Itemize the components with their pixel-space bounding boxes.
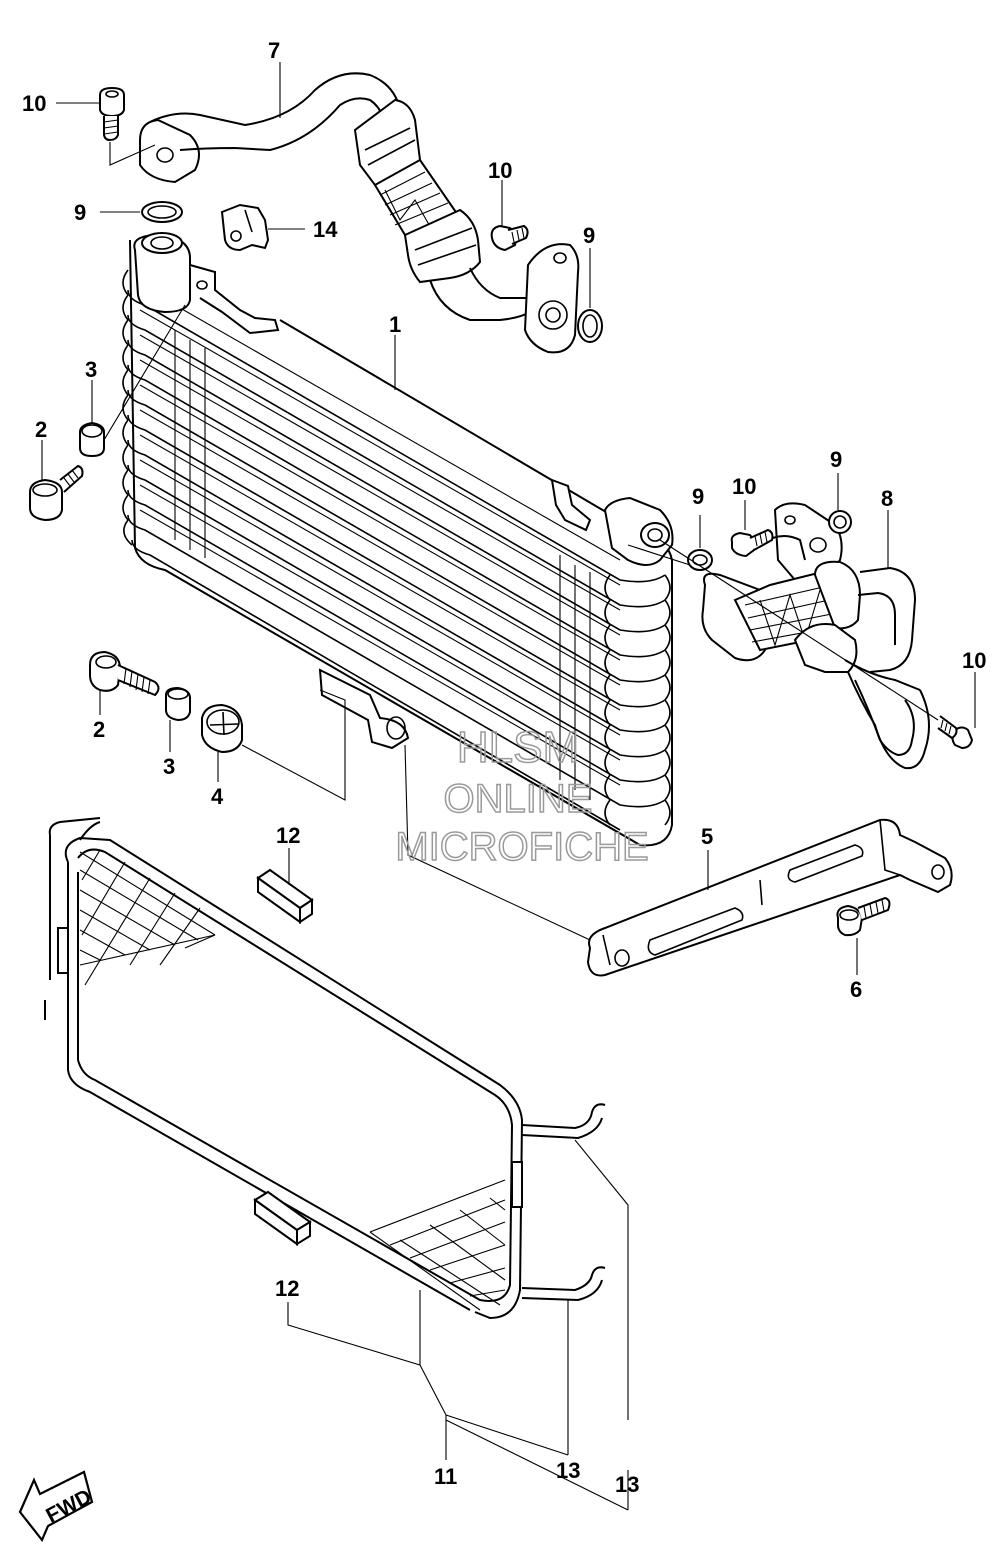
- watermark-line3: MICROFICHE: [395, 825, 648, 869]
- bolt-10-right-upper: [730, 528, 774, 558]
- callout-11: 11: [434, 1464, 457, 1489]
- o-ring-9-upper-right: [828, 510, 852, 534]
- bolt-10-middle: [490, 224, 529, 252]
- callout-13-left: 13: [556, 1458, 580, 1483]
- callout-6: 6: [850, 977, 862, 1002]
- oil-hose-upper: [139, 72, 580, 354]
- hose-clamp-14: [220, 203, 270, 252]
- callout-5: 5: [701, 824, 713, 849]
- watermark: HLSM ONLINE MICROFICHE: [395, 722, 650, 870]
- callout-8: 8: [881, 486, 893, 511]
- callout-1: 1: [389, 312, 401, 337]
- collar-3-lower: [165, 686, 191, 722]
- callout-14: 14: [313, 217, 338, 242]
- callout-2-lower: 2: [93, 717, 105, 742]
- callout-4: 4: [211, 784, 224, 809]
- callout-10-top-left: 10: [22, 91, 46, 116]
- cooler-guard: [44, 817, 606, 1320]
- oil-cooler-core: [122, 232, 674, 847]
- collar-3-upper: [79, 421, 105, 458]
- callout-9-middle: 9: [583, 223, 595, 248]
- bolt-10-top-left: [99, 86, 125, 142]
- callout-10-middle: 10: [488, 158, 512, 183]
- mounting-bracket: [586, 818, 953, 977]
- callout-7: 7: [268, 38, 280, 63]
- grommet-4: [201, 703, 243, 754]
- forward-arrow: FWD: [18, 1470, 95, 1543]
- oil-hose-right: [701, 502, 930, 770]
- callout-2-upper: 2: [35, 417, 47, 442]
- callout-10-right-lower: 10: [962, 648, 986, 673]
- leader-lines: [41, 62, 976, 1511]
- bolt-10-right-lower: [937, 715, 974, 750]
- callout-3-upper: 3: [85, 357, 97, 382]
- bolt-2-upper: [29, 464, 84, 522]
- o-ring-9-middle: [577, 309, 603, 343]
- watermark-line2: ONLINE: [444, 777, 593, 821]
- callout-9-lower-right: 9: [692, 484, 704, 509]
- callout-12-lower: 12: [275, 1276, 299, 1301]
- cushion-pad-12-lower: [253, 1190, 312, 1246]
- callout-3-lower: 3: [163, 754, 175, 779]
- callout-13-right: 13: [615, 1472, 639, 1497]
- watermark-line1: HLSM: [457, 723, 579, 772]
- bolt-2-lower: [89, 650, 160, 697]
- o-ring-9-lower-right: [687, 549, 713, 571]
- callouts: 7 10 10 9 14 9 1 3 2 9 10 9 8 10 2 3 4 1…: [22, 38, 986, 1497]
- callout-10-right-upper: 10: [732, 474, 756, 499]
- callout-9-upper-right: 9: [830, 447, 842, 472]
- callout-9-top-left: 9: [74, 200, 86, 225]
- bolt-6: [836, 896, 891, 937]
- callout-12-upper: 12: [276, 823, 300, 848]
- cushion-pad-12-upper: [256, 868, 314, 924]
